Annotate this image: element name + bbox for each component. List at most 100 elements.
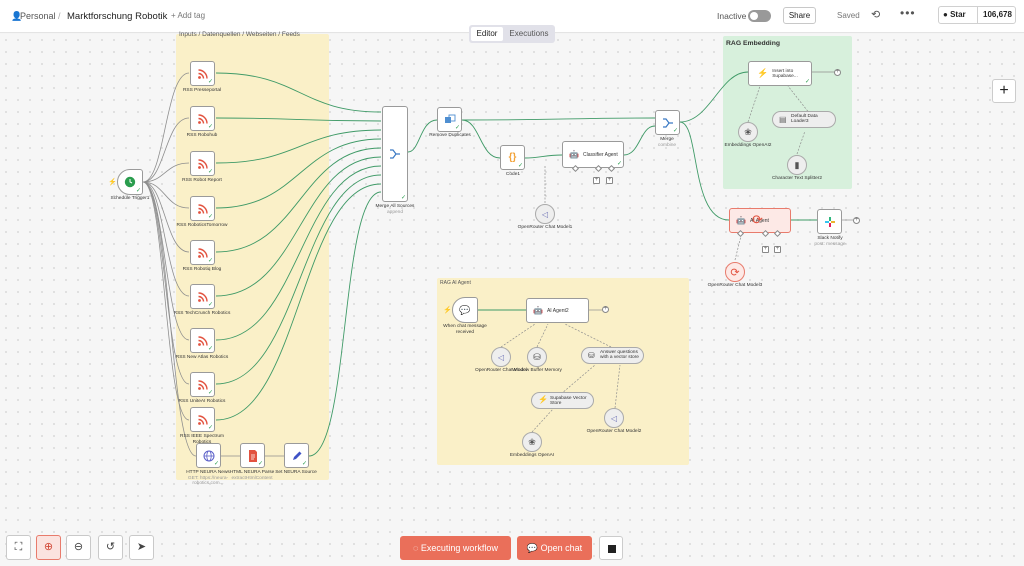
node-ai-agent2[interactable]: 🤖 AI Agent2 — [526, 298, 589, 323]
node-default-data-loader3[interactable]: ▤ Default Data Loader3 — [772, 111, 836, 128]
node-rss-ieee-spectrum[interactable]: ✓ — [190, 407, 215, 432]
add-after-agent2-button[interactable]: + — [602, 306, 609, 313]
connections — [142, 71, 853, 457]
node-rss-robot-report[interactable]: ✓ — [190, 151, 215, 176]
openai-icon: ❀ — [744, 126, 752, 137]
node-label-insert: Insert into Supabase... — [772, 68, 798, 79]
node-answer-vector-store[interactable]: ⛁ Answer questions with a vector store — [581, 347, 644, 364]
node-embeddings-openai[interactable]: ❀ — [522, 432, 542, 452]
insert-node-content: ⚡ Insert into Supabase... — [749, 62, 811, 85]
add-node-button[interactable]: + — [992, 79, 1016, 103]
node-character-text-splitter2[interactable]: ▮ — [787, 155, 807, 175]
node-http-neura-news[interactable]: ✓ — [196, 443, 221, 468]
node-insert-supabase[interactable]: ⚡ Insert into Supabase... ✓ — [748, 61, 812, 86]
node-merge[interactable]: ✓ — [655, 110, 680, 135]
node-label-rss1: RSS Presseportal — [182, 88, 222, 93]
node-label-set: Set NEURA Source — [275, 470, 317, 475]
openrouter-icon: ◁ — [541, 209, 549, 219]
node-rss-uniteai[interactable]: ✓ — [190, 372, 215, 397]
node-code1[interactable]: {} ✓ — [500, 145, 525, 170]
top-bar: 👤 Personal / Marktforschung Robotik + Ad… — [0, 0, 1024, 33]
reset-zoom-button[interactable]: ↺ — [98, 535, 123, 560]
node-rss-presseportal[interactable]: ✓ — [190, 61, 215, 86]
node-rss-techcrunch[interactable]: ✓ — [190, 284, 215, 309]
share-button[interactable]: Share — [783, 7, 816, 24]
node-label-chat-trigger: When chat message received — [443, 324, 487, 335]
history-icon[interactable]: ⟲ — [871, 9, 881, 21]
node-label-openrouter2: OpenRouter Chat Model2 — [586, 429, 642, 434]
node-label-slack-title: Slack Notify — [817, 236, 843, 241]
add-memory-button[interactable]: + — [593, 177, 600, 184]
trigger-bolt-icon: ⚡ — [443, 307, 452, 314]
add-after-slack-button[interactable]: + — [853, 217, 860, 224]
node-rss-robohub[interactable]: ✓ — [190, 106, 215, 131]
node-window-buffer-memory[interactable]: ⛁ — [527, 347, 547, 367]
node-chat-trigger[interactable]: 💬 — [452, 297, 478, 323]
node-merge-all-sources[interactable]: ✓ — [382, 106, 408, 202]
node-supabase-vector-store[interactable]: ⚡ Supabase Vector Store — [531, 392, 594, 409]
success-check-icon: ✓ — [207, 214, 213, 220]
node-classifier-agent[interactable]: 🤖 Classifier Agent ✓ — [562, 141, 624, 168]
node-remove-duplicates[interactable]: ✓ — [437, 107, 462, 132]
node-label-rss5: RSS Robotiq Blog — [182, 267, 222, 272]
sticky-rag-agent-label: RAG AI Agent — [440, 280, 471, 286]
open-chat-label: Open chat — [540, 543, 583, 553]
zoom-in-icon: ⊕ — [43, 541, 54, 553]
github-star-button[interactable]: ● Star 106,678 — [938, 6, 1016, 24]
success-check-icon: ✓ — [804, 79, 810, 85]
tab-executions[interactable]: Executions — [509, 29, 549, 38]
node-openrouter-chat-model1[interactable]: ◁ — [535, 204, 555, 224]
node-rss-robotiq-blog[interactable]: ✓ — [190, 240, 215, 265]
node-openrouter-chat-model2[interactable]: ◁ — [604, 408, 624, 428]
tidy-up-button[interactable]: ➤ — [129, 535, 154, 560]
add-after-insert-button[interactable]: + — [834, 69, 841, 76]
node-openrouter-chat-model[interactable]: ◁ — [491, 347, 511, 367]
spinner-icon: ⟳ — [752, 212, 763, 227]
success-check-icon: ✓ — [207, 258, 213, 264]
node-rss-new-atlas[interactable]: ✓ — [190, 328, 215, 353]
node-set-neura-source[interactable]: ✓ — [284, 443, 309, 468]
success-check-icon: ✓ — [672, 128, 678, 134]
active-toggle[interactable] — [748, 10, 771, 22]
execute-workflow-label: Executing workflow — [420, 543, 498, 553]
add-tool-agent-button[interactable]: + — [774, 246, 781, 253]
success-check-icon: ✓ — [400, 195, 406, 201]
fit-view-button[interactable]: ⛶ — [6, 535, 31, 560]
zoom-out-button[interactable]: ⊖ — [66, 535, 91, 560]
node-label-merge-title: Merge — [660, 137, 674, 142]
add-tool-button[interactable]: + — [606, 177, 613, 184]
ai-agent-node-content: 🤖 AI Agent — [730, 209, 790, 232]
robot-icon: 🤖 — [569, 150, 579, 159]
openai-icon: ❀ — [528, 436, 536, 447]
node-label-merge-all-sub: append — [386, 209, 403, 215]
breadcrumb-workspace[interactable]: Personal — [20, 11, 56, 21]
success-check-icon: ✓ — [135, 188, 141, 194]
globe-icon — [197, 444, 220, 467]
more-menu-button[interactable]: ••• — [900, 6, 916, 20]
workflow-canvas[interactable]: Inputs / Datenquellen / Webseiten / Feed… — [0, 31, 1024, 566]
workflow-name[interactable]: Marktforschung Robotik — [67, 11, 168, 22]
node-rss-roboticstomorrow[interactable]: ✓ — [190, 196, 215, 221]
tab-editor[interactable]: Editor — [471, 27, 503, 41]
execute-workflow-button[interactable]: ◌ Executing workflow — [400, 536, 511, 560]
node-label-ai-agent: AI Agent — [749, 217, 769, 224]
rss-icon — [191, 197, 214, 220]
node-openrouter-chat-model3[interactable]: ⟳ — [725, 262, 745, 282]
node-label-splitter: Character Text Splitter2 — [771, 176, 823, 181]
node-ai-agent[interactable]: 🤖 AI Agent ⟳ — [729, 208, 791, 233]
zoom-in-button[interactable]: ⊕ — [36, 535, 61, 560]
saved-status: Saved — [837, 11, 860, 20]
node-label-code: Code1 — [505, 172, 521, 177]
open-chat-button[interactable]: 💬 Open chat — [517, 536, 592, 560]
stop-execution-button[interactable] — [599, 536, 623, 560]
node-label-loader: Default Data Loader3 — [791, 114, 818, 124]
add-tag-button[interactable]: + Add tag — [171, 11, 206, 20]
success-check-icon: ✓ — [213, 461, 219, 467]
rss-icon — [191, 152, 214, 175]
node-html-neura-parse[interactable]: ✓ — [240, 443, 265, 468]
node-schedule-trigger[interactable]: ✓ — [117, 169, 143, 195]
add-memory-agent-button[interactable]: + — [762, 246, 769, 253]
node-embeddings-openai2[interactable]: ❀ — [738, 122, 758, 142]
node-slack-notify[interactable] — [817, 209, 842, 234]
